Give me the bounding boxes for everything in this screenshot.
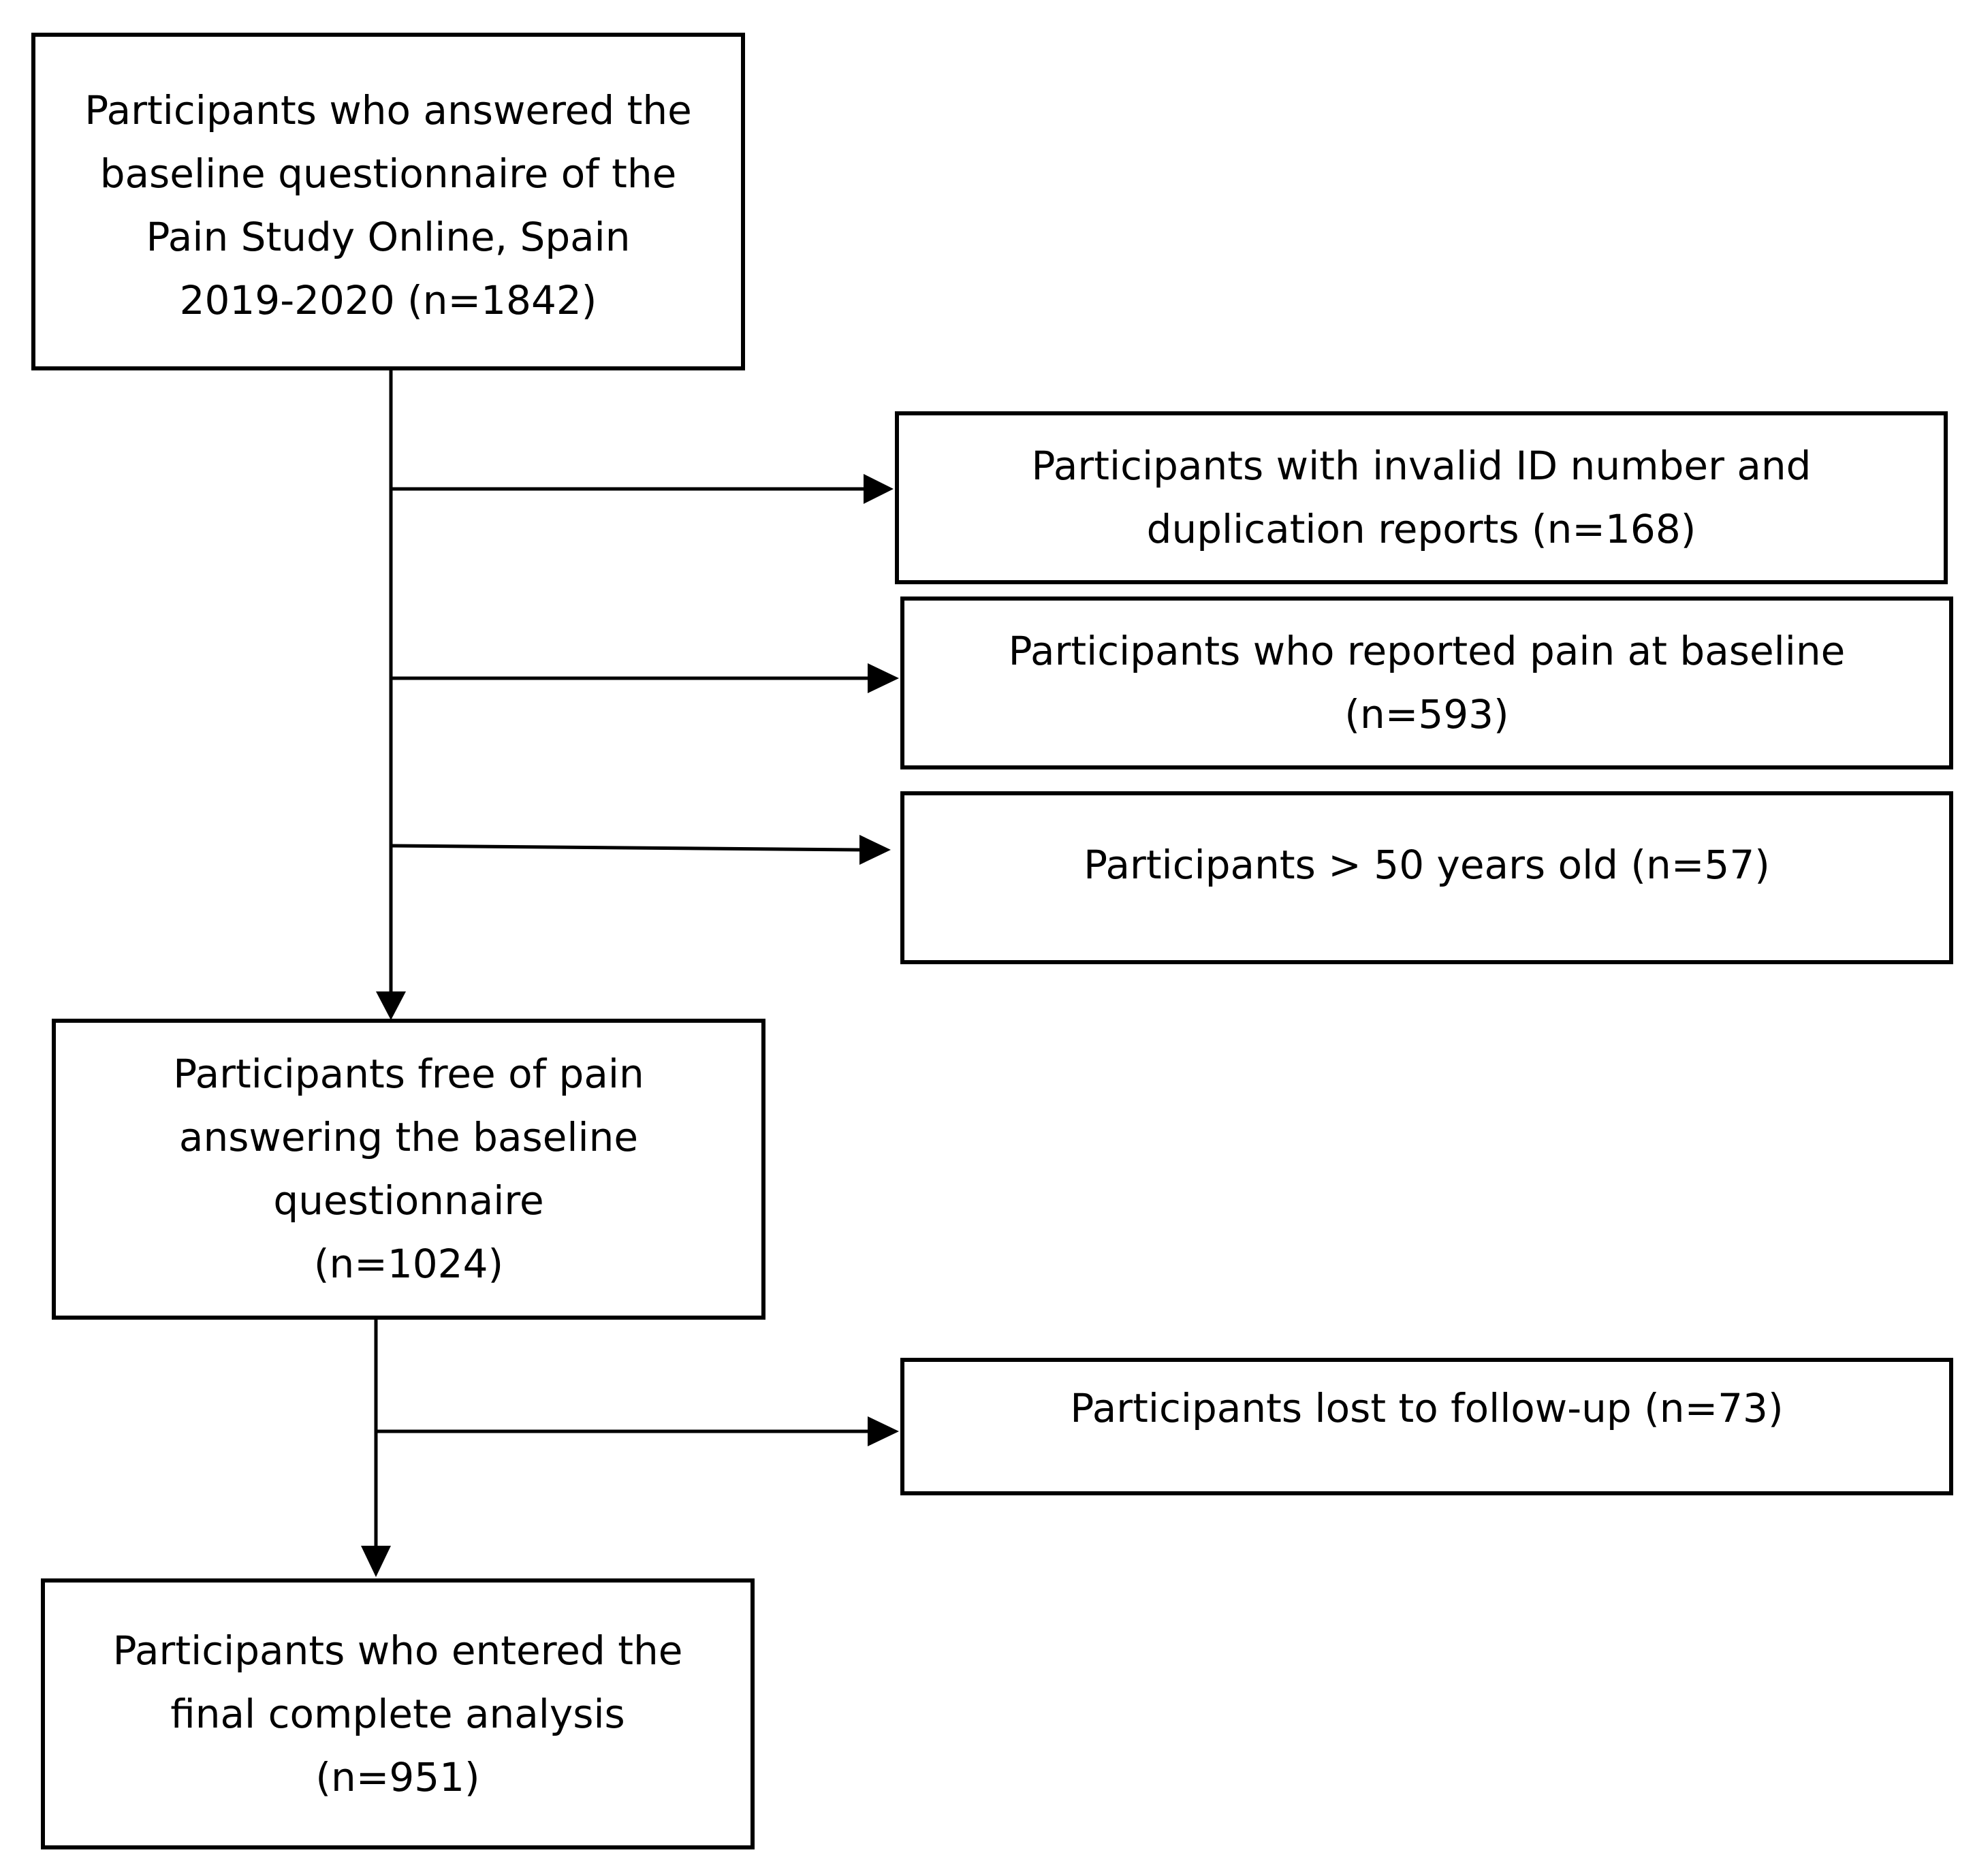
arrowhead-final	[361, 1546, 391, 1577]
branch-age	[390, 844, 860, 852]
baseline-participants-text: Participants who answered the baseline q…	[84, 87, 692, 323]
arrowhead-pain	[868, 663, 899, 693]
arrowhead-free	[376, 991, 406, 1020]
lost-to-followup-text: Participants lost to follow-up (n=73)	[1070, 1385, 1784, 1431]
arrowhead-lost	[868, 1416, 899, 1446]
final-analysis-box: Participants who entered the final compl…	[41, 1578, 755, 1849]
arrowhead-invalid	[864, 474, 894, 504]
invalid-id-exclusion-text: Participants with invalid ID number and …	[1031, 443, 1812, 552]
reported-pain-exclusion-box: Participants who reported pain at baseli…	[900, 597, 1953, 769]
pain-free-participants-box: Participants free of pain answering the …	[52, 1019, 765, 1320]
over-50-exclusion-box: Participants > 50 years old (n=57)	[900, 791, 1953, 964]
over-50-exclusion-text: Participants > 50 years old (n=57)	[1084, 842, 1770, 888]
final-analysis-text: Participants who entered the final compl…	[112, 1627, 683, 1800]
arrowhead-age	[859, 835, 891, 865]
pain-free-participants-text: Participants free of pain answering the …	[173, 1051, 644, 1287]
invalid-id-exclusion-box: Participants with invalid ID number and …	[895, 411, 1948, 584]
lost-to-followup-box: Participants lost to follow-up (n=73)	[900, 1358, 1953, 1495]
reported-pain-exclusion-text: Participants who reported pain at baseli…	[1008, 628, 1846, 737]
baseline-participants-box: Participants who answered the baseline q…	[31, 33, 745, 370]
